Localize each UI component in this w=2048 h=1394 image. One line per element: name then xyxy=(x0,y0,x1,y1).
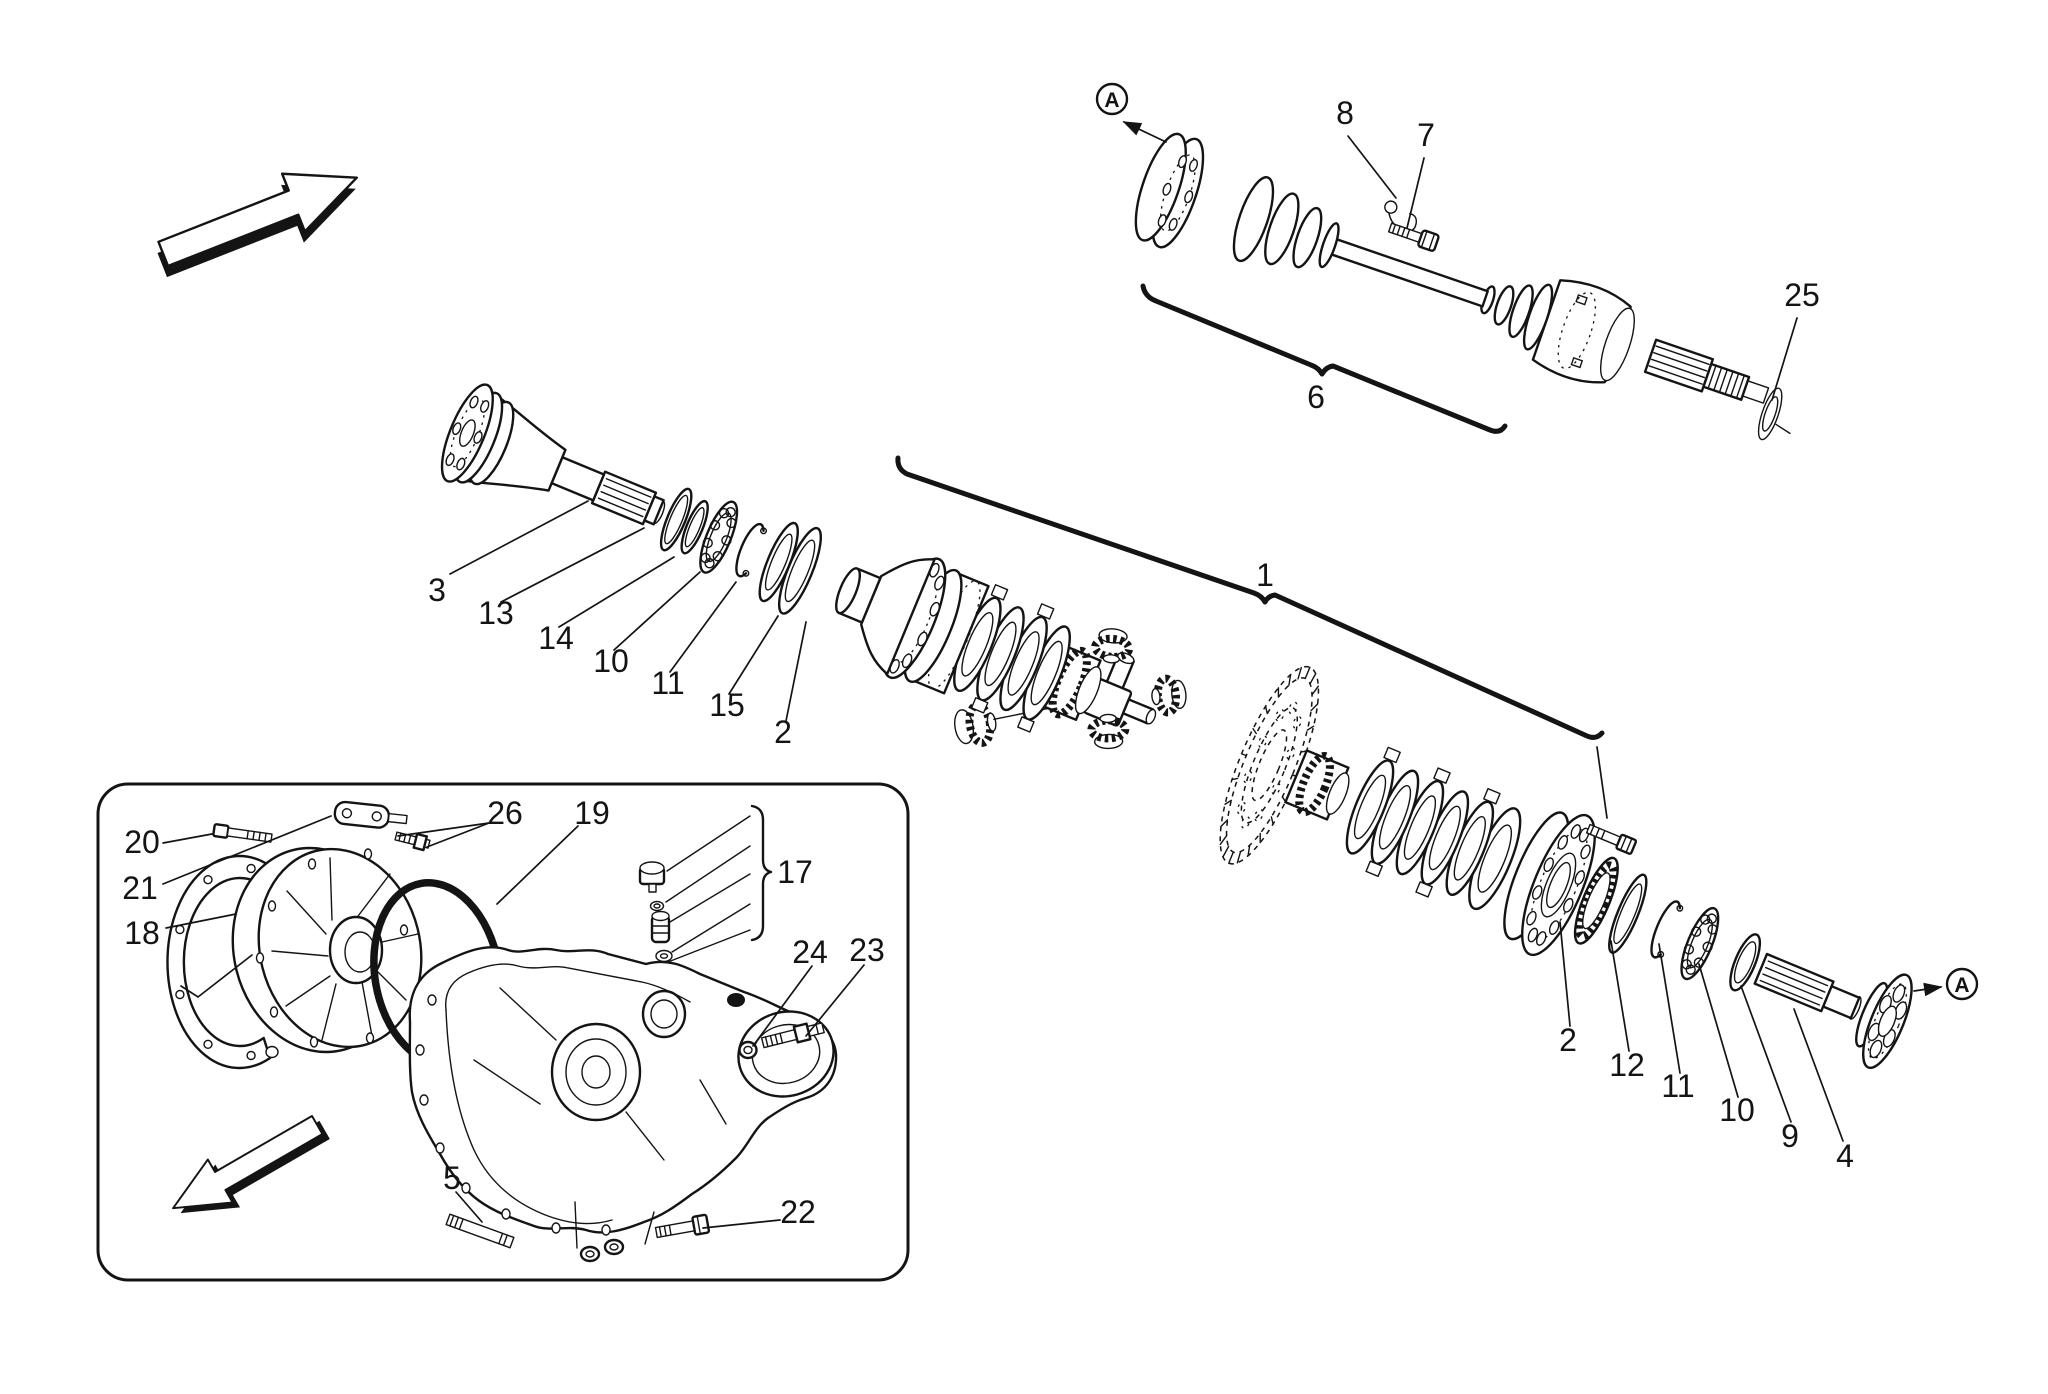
callout-12: 12 xyxy=(1609,1047,1645,1083)
cover-screw xyxy=(212,823,273,843)
retainer-plate xyxy=(333,800,408,829)
callout-10-right: 10 xyxy=(1719,1092,1755,1128)
callout-17: 17 xyxy=(777,854,813,890)
snap-ring-left xyxy=(735,522,765,578)
clutch-pack-left xyxy=(953,584,1071,733)
span-bracket-6 xyxy=(1140,283,1508,434)
span-bracket-1 xyxy=(895,455,1605,740)
callout-24: 24 xyxy=(792,934,828,970)
flange-bolt xyxy=(1585,823,1638,855)
long-stud xyxy=(760,1022,825,1049)
callout-4: 4 xyxy=(1836,1138,1854,1174)
callout-22: 22 xyxy=(780,1194,816,1230)
clutch-pack-right xyxy=(1345,746,1522,911)
callout-25: 25 xyxy=(1784,277,1820,313)
callout-1: 1 xyxy=(1256,557,1274,593)
view-marker-circle xyxy=(1095,82,1129,116)
callout-11-right: 11 xyxy=(1661,1068,1694,1104)
view-marker-letter: A xyxy=(1954,974,1969,997)
callout-10-left: 10 xyxy=(593,643,629,679)
differential-assembly: A 3 13 14 10 11 15 2 1 2 12 11 10 9 4 xyxy=(428,383,1979,1174)
bolt-part xyxy=(1387,222,1440,252)
callout-14: 14 xyxy=(538,620,574,656)
callout-8: 8 xyxy=(1336,95,1354,131)
differential-carrier xyxy=(835,557,990,695)
callout-13: 13 xyxy=(478,595,514,631)
view-marker-circle xyxy=(1945,967,1979,1001)
callout-11-left: 11 xyxy=(651,665,684,701)
axle-shaft-assembly: A 8 7 6 25 xyxy=(1095,82,1820,441)
callout-9: 9 xyxy=(1781,1118,1799,1154)
callout-23: 23 xyxy=(849,932,885,968)
stub-axle-flange xyxy=(1855,973,1913,1070)
cover-stud xyxy=(394,831,431,852)
cover-bolt xyxy=(654,1213,711,1239)
callout-15: 15 xyxy=(709,687,745,723)
ball-bearing-left xyxy=(699,500,739,574)
callout-6: 6 xyxy=(1307,379,1325,415)
view-marker-letter: A xyxy=(1104,89,1119,112)
side-cover-inset: 20 21 18 26 19 17 24 23 5 22 xyxy=(96,782,910,1282)
sun-gear-right xyxy=(1284,749,1350,821)
callout-7: 7 xyxy=(1417,117,1435,153)
cover-gasket xyxy=(166,854,279,1070)
callout-2-left: 2 xyxy=(774,714,792,750)
differential-hub-flange xyxy=(1503,811,1596,957)
sun-gear-left xyxy=(1037,644,1102,721)
mount-stud xyxy=(445,1213,515,1249)
callout-2-right: 2 xyxy=(1559,1022,1577,1058)
direction-arrow-icon xyxy=(150,147,370,294)
ball-bearing-right xyxy=(1680,906,1720,981)
snap-ring-right xyxy=(1650,900,1682,959)
axle-shaft-flange xyxy=(440,383,666,526)
callout-26: 26 xyxy=(487,795,523,831)
callout-3: 3 xyxy=(428,572,446,608)
callout-19: 19 xyxy=(574,795,610,831)
brace-17 xyxy=(750,804,773,942)
callout-18: 18 xyxy=(124,915,160,951)
flange-nut xyxy=(579,1238,625,1263)
callout-5: 5 xyxy=(443,1160,461,1196)
callout-20: 20 xyxy=(124,824,160,860)
callout-21: 21 xyxy=(122,870,158,906)
